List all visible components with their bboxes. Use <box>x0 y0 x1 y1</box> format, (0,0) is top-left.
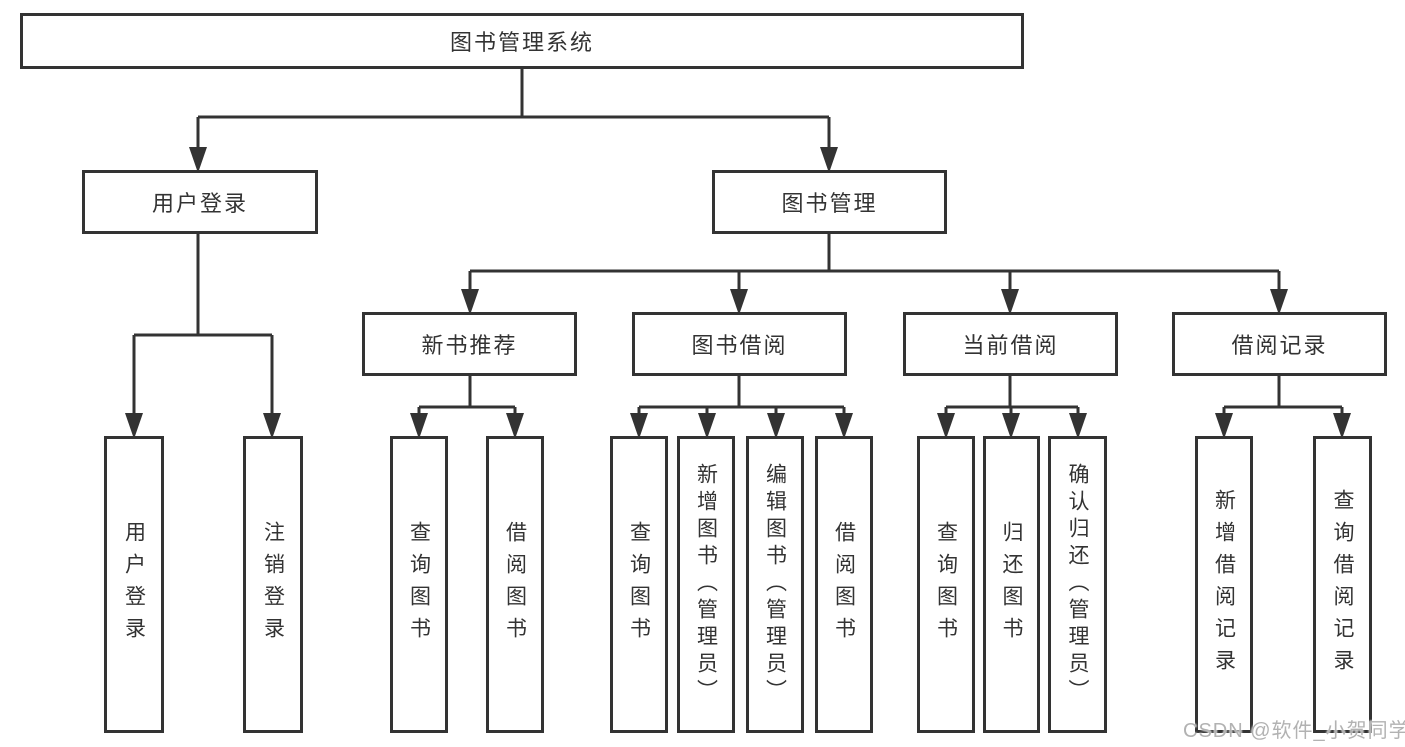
node-leaf-borrow-book-recommend-label: 借阅图书 <box>503 520 527 649</box>
node-leaf-add-borrow-record: 新增借阅记录 <box>1195 436 1253 733</box>
node-leaf-borrow-book-recommend: 借阅图书 <box>486 436 544 733</box>
node-leaf-query-book-borrow-label: 查询图书 <box>627 520 651 649</box>
node-new-book-recommend-label: 新书推荐 <box>421 333 518 358</box>
node-root-label: 图书管理系统 <box>449 30 594 55</box>
node-leaf-query-book-borrow: 查询图书 <box>610 436 668 733</box>
node-leaf-query-book-current-label: 查询图书 <box>934 520 958 649</box>
node-book-borrow-label: 图书借阅 <box>691 333 788 358</box>
csdn-watermark: CSDN @软件_小贺同学 <box>1183 720 1405 742</box>
node-book-management-label: 图书管理 <box>781 191 878 216</box>
node-book-management: 图书管理 <box>712 170 947 234</box>
node-leaf-logout: 注销登录 <box>243 436 303 733</box>
node-current-borrow-label: 当前借阅 <box>962 333 1059 358</box>
node-leaf-edit-book-admin-label: 编辑图书（管理员） <box>763 463 787 706</box>
node-leaf-edit-book-admin: 编辑图书（管理员） <box>746 436 804 733</box>
node-leaf-confirm-return-admin-label: 确认归还（管理员） <box>1066 463 1089 706</box>
node-leaf-add-book-admin-label: 新增图书（管理员） <box>694 463 718 706</box>
node-leaf-borrow-book-label: 借阅图书 <box>832 520 856 649</box>
node-borrow-records-label: 借阅记录 <box>1231 333 1328 358</box>
node-leaf-return-book-label: 归还图书 <box>1000 520 1023 649</box>
node-leaf-query-book-recommend: 查询图书 <box>390 436 448 733</box>
node-leaf-query-borrow-record: 查询借阅记录 <box>1313 436 1372 733</box>
node-leaf-query-book-current: 查询图书 <box>917 436 975 733</box>
node-leaf-borrow-book: 借阅图书 <box>815 436 873 733</box>
node-user-login: 用户登录 <box>82 170 318 234</box>
node-leaf-add-book-admin: 新增图书（管理员） <box>677 436 735 733</box>
node-user-login-label: 用户登录 <box>151 191 248 216</box>
node-book-borrow: 图书借阅 <box>632 312 847 376</box>
node-leaf-add-borrow-record-label: 新增借阅记录 <box>1212 488 1236 681</box>
node-leaf-query-book-recommend-label: 查询图书 <box>407 520 431 649</box>
node-leaf-logout-label: 注销登录 <box>261 520 285 649</box>
node-leaf-user-login-label: 用户登录 <box>122 520 146 649</box>
node-leaf-query-borrow-record-label: 查询借阅记录 <box>1331 488 1354 681</box>
node-new-book-recommend: 新书推荐 <box>362 312 577 376</box>
node-leaf-return-book: 归还图书 <box>983 436 1040 733</box>
node-leaf-confirm-return-admin: 确认归还（管理员） <box>1048 436 1107 733</box>
node-root: 图书管理系统 <box>20 13 1024 69</box>
node-current-borrow: 当前借阅 <box>903 312 1118 376</box>
node-borrow-records: 借阅记录 <box>1172 312 1387 376</box>
node-leaf-user-login: 用户登录 <box>104 436 164 733</box>
